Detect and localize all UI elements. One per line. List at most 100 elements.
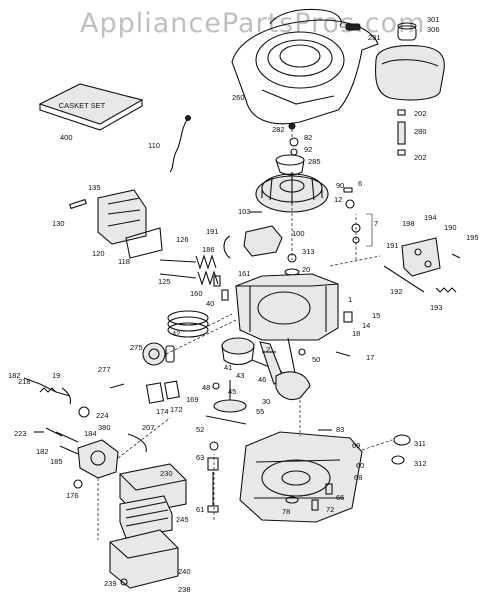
air-cleaner-cover xyxy=(109,529,179,589)
part-number-label: 50 xyxy=(312,355,320,364)
part-number-label: 110 xyxy=(148,141,160,150)
cylinder-block xyxy=(235,273,339,341)
governor-spring xyxy=(435,287,457,293)
muffler xyxy=(69,189,147,245)
part-number-label: 130 xyxy=(52,219,65,228)
part-number-label: 311 xyxy=(414,439,426,448)
sump-cover xyxy=(239,431,363,523)
part-number-label: 60 xyxy=(356,461,364,470)
part-number-label: 14 xyxy=(362,321,370,330)
tappets xyxy=(213,275,229,301)
part-number-label: 15 xyxy=(372,311,380,320)
primer-icon xyxy=(73,479,83,489)
part-number-label: 20 xyxy=(302,265,310,274)
part-number-label: 100 xyxy=(292,229,305,238)
part-number-label: 193 xyxy=(430,303,443,312)
part-number-label: 191 xyxy=(386,241,399,250)
part-number-label: 17 xyxy=(366,353,374,362)
part-number-label: 182 xyxy=(36,447,49,456)
part-number-label: 118 xyxy=(118,257,130,266)
part-number-label: 43 xyxy=(236,371,244,380)
part-number-label: 400 xyxy=(60,133,73,142)
part-number-label: 48 xyxy=(202,383,210,392)
washer-icon xyxy=(78,406,90,418)
part-number-label: 218 xyxy=(18,377,31,386)
part-number-label: 72 xyxy=(326,505,334,514)
control-bracket xyxy=(383,237,441,293)
part-number-label: 207 xyxy=(142,423,155,432)
part-number-label: 161 xyxy=(238,269,251,278)
part-number-label: 12 xyxy=(334,195,342,204)
part-number-label: 46 xyxy=(258,375,266,384)
cam-gear xyxy=(205,380,247,425)
part-number-label: 82 xyxy=(304,133,312,142)
part-number-label: 30 xyxy=(262,397,270,406)
part-number-label: 282 xyxy=(272,125,285,134)
piston-rings xyxy=(167,310,209,338)
breather xyxy=(142,342,175,366)
part-number-label: 52 xyxy=(196,425,204,434)
part-number-label: 176 xyxy=(66,491,79,500)
part-number-label: 40 xyxy=(206,299,214,308)
throttle-linkage xyxy=(23,377,72,405)
crankshaft xyxy=(275,337,311,401)
fuel-tank xyxy=(374,22,445,101)
watermark-text: AppliancePartsPros.com xyxy=(80,8,426,39)
assembly-lines xyxy=(97,124,393,540)
part-number-label: 223 xyxy=(14,429,27,438)
part-number-label: 66 xyxy=(336,493,344,502)
part-number-label: 125 xyxy=(158,277,171,286)
part-number-label: 90 xyxy=(336,181,344,190)
part-number-label: 198 xyxy=(402,219,415,228)
part-number-label: 313 xyxy=(302,247,315,256)
part-number-label: 281 xyxy=(368,33,381,42)
cover-text: CASKET SET xyxy=(59,101,106,110)
part-number-label: 61 xyxy=(196,505,204,514)
washers xyxy=(289,137,299,156)
part-number-label: 380 xyxy=(98,423,111,432)
part-number-label: 306 xyxy=(427,25,440,34)
oil-fill-parts xyxy=(207,441,219,513)
part-number-label: 285 xyxy=(308,157,321,166)
bolt-icon xyxy=(109,383,125,389)
part-number-label: 68 xyxy=(354,473,362,482)
starter-handle xyxy=(340,23,361,31)
part-number-label: 260 xyxy=(232,93,245,102)
part-number-label: 69 xyxy=(352,441,360,450)
screw-icon xyxy=(451,253,461,259)
part-number-label: 1 xyxy=(348,295,352,304)
part-number-label: 92 xyxy=(304,145,312,154)
part-number-label: 172 xyxy=(170,405,183,414)
starter-cup xyxy=(275,154,305,176)
part-number-label: 120 xyxy=(92,249,105,258)
fuel-line xyxy=(397,109,406,156)
part-number-label: 190 xyxy=(444,223,457,232)
part-number-label: 202 xyxy=(414,153,427,162)
oil-seal xyxy=(391,434,411,465)
blower-housing xyxy=(231,8,379,125)
part-number-label: 55 xyxy=(256,407,264,416)
gasket-set-cover: CASKET SET xyxy=(38,83,144,131)
part-number-label: 202 xyxy=(414,109,427,118)
bracket-group xyxy=(351,213,373,247)
part-number-label: 301 xyxy=(427,15,440,24)
carburetor xyxy=(45,427,119,479)
part-number-label: 135 xyxy=(88,183,101,192)
part-number-label: 103 xyxy=(238,207,251,216)
part-number-label: 312 xyxy=(414,459,427,468)
part-number-label: 174 xyxy=(156,407,169,416)
part-number-label: 240 xyxy=(178,567,191,576)
link-wire xyxy=(127,433,147,453)
part-number-label: 245 xyxy=(176,515,189,524)
part-number-label: 184 xyxy=(84,429,97,438)
piston xyxy=(221,337,283,373)
part-number-label: 169 xyxy=(186,395,199,404)
part-number-label: 63 xyxy=(196,453,204,462)
part-number-label: 192 xyxy=(390,287,403,296)
part-number-label: 41 xyxy=(224,363,232,372)
part-number-label: 83 xyxy=(336,425,344,434)
part-number-label: 277 xyxy=(98,365,111,374)
part-number-label: 194 xyxy=(424,213,437,222)
part-number-label: 18 xyxy=(352,329,360,338)
